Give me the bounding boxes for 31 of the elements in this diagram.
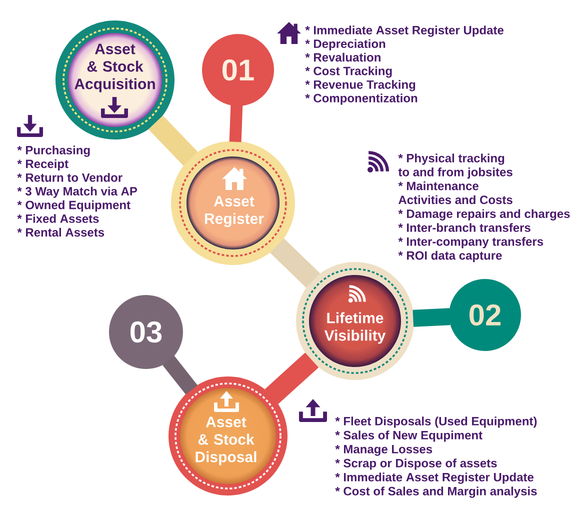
list-item: * Cost Tracking	[305, 66, 392, 78]
list-item: * ROI data capture	[398, 250, 502, 262]
list-item: * 3 Way Match via AP	[17, 186, 138, 198]
list-item: * Fixed Assets	[17, 214, 99, 223]
connector	[162, 356, 198, 395]
list-item: * Inter-branch transfers	[398, 223, 530, 232]
list-item: * Fleet Disposals (Used Equipment)	[335, 416, 537, 428]
list-item: * Immediate Asset Register Update	[335, 472, 534, 484]
list-item: * Receipt	[17, 159, 68, 170]
list-item: * Damage repairs and charges	[398, 209, 570, 220]
connector	[270, 238, 320, 288]
list-item: * Componentization	[305, 94, 418, 105]
connector	[412, 308, 450, 327]
list-item: * Revenue Tracking	[305, 80, 416, 92]
list-item: * Owned Equipment	[17, 200, 130, 212]
connector	[264, 352, 319, 404]
list-item: * Revaluation	[305, 52, 380, 62]
connector	[229, 104, 243, 142]
list-item: * Inter-company transfers	[398, 237, 544, 248]
list-item: * Manage Losses	[335, 445, 432, 456]
list-item: * Purchasing	[17, 146, 90, 157]
list-item: * Depreciation	[305, 39, 386, 50]
connector	[148, 115, 198, 166]
list-item: * Cost of Sales and Margin analysis	[335, 486, 537, 498]
list-item: * Maintenance Activities and Costs	[398, 181, 512, 204]
list-item: * Return to Vendor	[17, 173, 122, 182]
list-item: * Rental Assets	[17, 228, 104, 237]
list-item: * Immediate Asset Register Update	[305, 26, 504, 37]
list-item: * Scrap or Dispose of assets	[335, 458, 497, 470]
list-item: * Sales of New Equpiment	[335, 430, 482, 442]
list-item: * Physical tracking to and from jobsites	[398, 154, 512, 179]
